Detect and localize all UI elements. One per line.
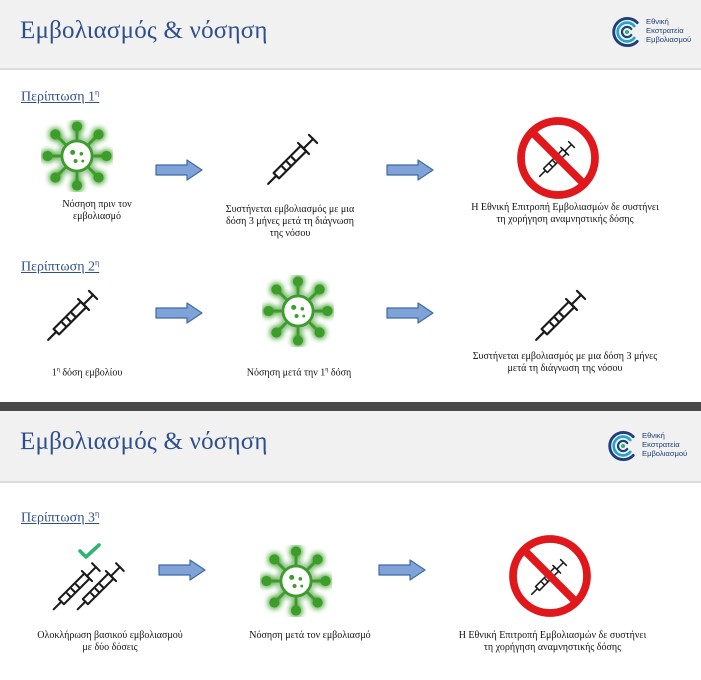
step-caption: Νόσηση πριν τον εμβολιασμό: [62, 199, 132, 222]
virus-icon: [261, 546, 331, 616]
campaign-logo-icon: [612, 16, 639, 48]
virus-icon: [42, 121, 112, 191]
page-title: Εμβολιασμός & νόσηση: [20, 428, 268, 455]
syringe-icon: [267, 133, 319, 185]
slide-header: Εμβολιασμός & νόσηση Εθνική Εκστρατεία Ε…: [0, 411, 701, 483]
case-1-label: Περίπτωση 1η: [21, 88, 100, 105]
double-syringe-check-icon: [52, 543, 125, 611]
campaign-logo: Εθνική Εκστρατεία Εμβολιασμού: [610, 14, 701, 54]
arrow-right-icon: [155, 159, 203, 181]
step-caption: Νόσηση μετά την 1η δόση: [246, 367, 352, 379]
syringe-icon: [535, 289, 587, 341]
step-caption: Η Εθνική Επιτροπή Εμβολιασμών δε συστήνε…: [458, 630, 647, 653]
no-syringe-icon: [517, 117, 599, 199]
step-caption: Η Εθνική Επιτροπή Εμβολιασμών δε συστήνε…: [471, 202, 659, 225]
no-syringe-icon: [509, 535, 591, 617]
slide-header: Εμβολιασμός & νόσηση Εθνική Εκστρατεία Ε…: [0, 0, 701, 70]
arrow-right-icon: [378, 559, 426, 581]
step-caption: Συστήνεται εμβολιασμός με μια δόση 3 μήν…: [472, 351, 658, 374]
slide-2: Εμβολιασμός & νόσηση Εθνική Εκστρατεία Ε…: [0, 411, 701, 680]
step-caption: Ολοκλήρωση βασικού εμβολιασμού με δύο δό…: [37, 630, 183, 653]
step-caption: 1η δόση εμβολίου: [51, 367, 123, 379]
arrow-right-icon: [158, 559, 206, 581]
virus-icon: [263, 276, 333, 346]
logo-text: Εθνική Εκστρατεία Εμβολιασμού: [642, 431, 688, 459]
case-2-label: Περίπτωση 2η: [21, 258, 100, 275]
step-caption: Νόσηση μετά τον εμβολιασμό: [249, 630, 371, 641]
page-title: Εμβολιασμός & νόσηση: [20, 17, 268, 44]
campaign-logo-icon: [608, 430, 635, 462]
syringe-icon: [47, 289, 99, 341]
arrow-right-icon: [155, 302, 203, 324]
campaign-logo: Εθνική Εκστρατεία Εμβολιασμού: [606, 428, 701, 468]
logo-text: Εθνική Εκστρατεία Εμβολιασμού: [646, 17, 692, 45]
arrow-right-icon: [386, 159, 434, 181]
slide-separator: [0, 402, 701, 411]
arrow-right-icon: [386, 302, 434, 324]
slide-1: Εμβολιασμός & νόσηση Εθνική Εκστρατεία Ε…: [0, 0, 701, 379]
case-3-label: Περίπτωση 3η: [21, 509, 100, 526]
step-caption: Συστήνεται εμβολιασμός με μια δόση 3 μήν…: [225, 204, 355, 239]
